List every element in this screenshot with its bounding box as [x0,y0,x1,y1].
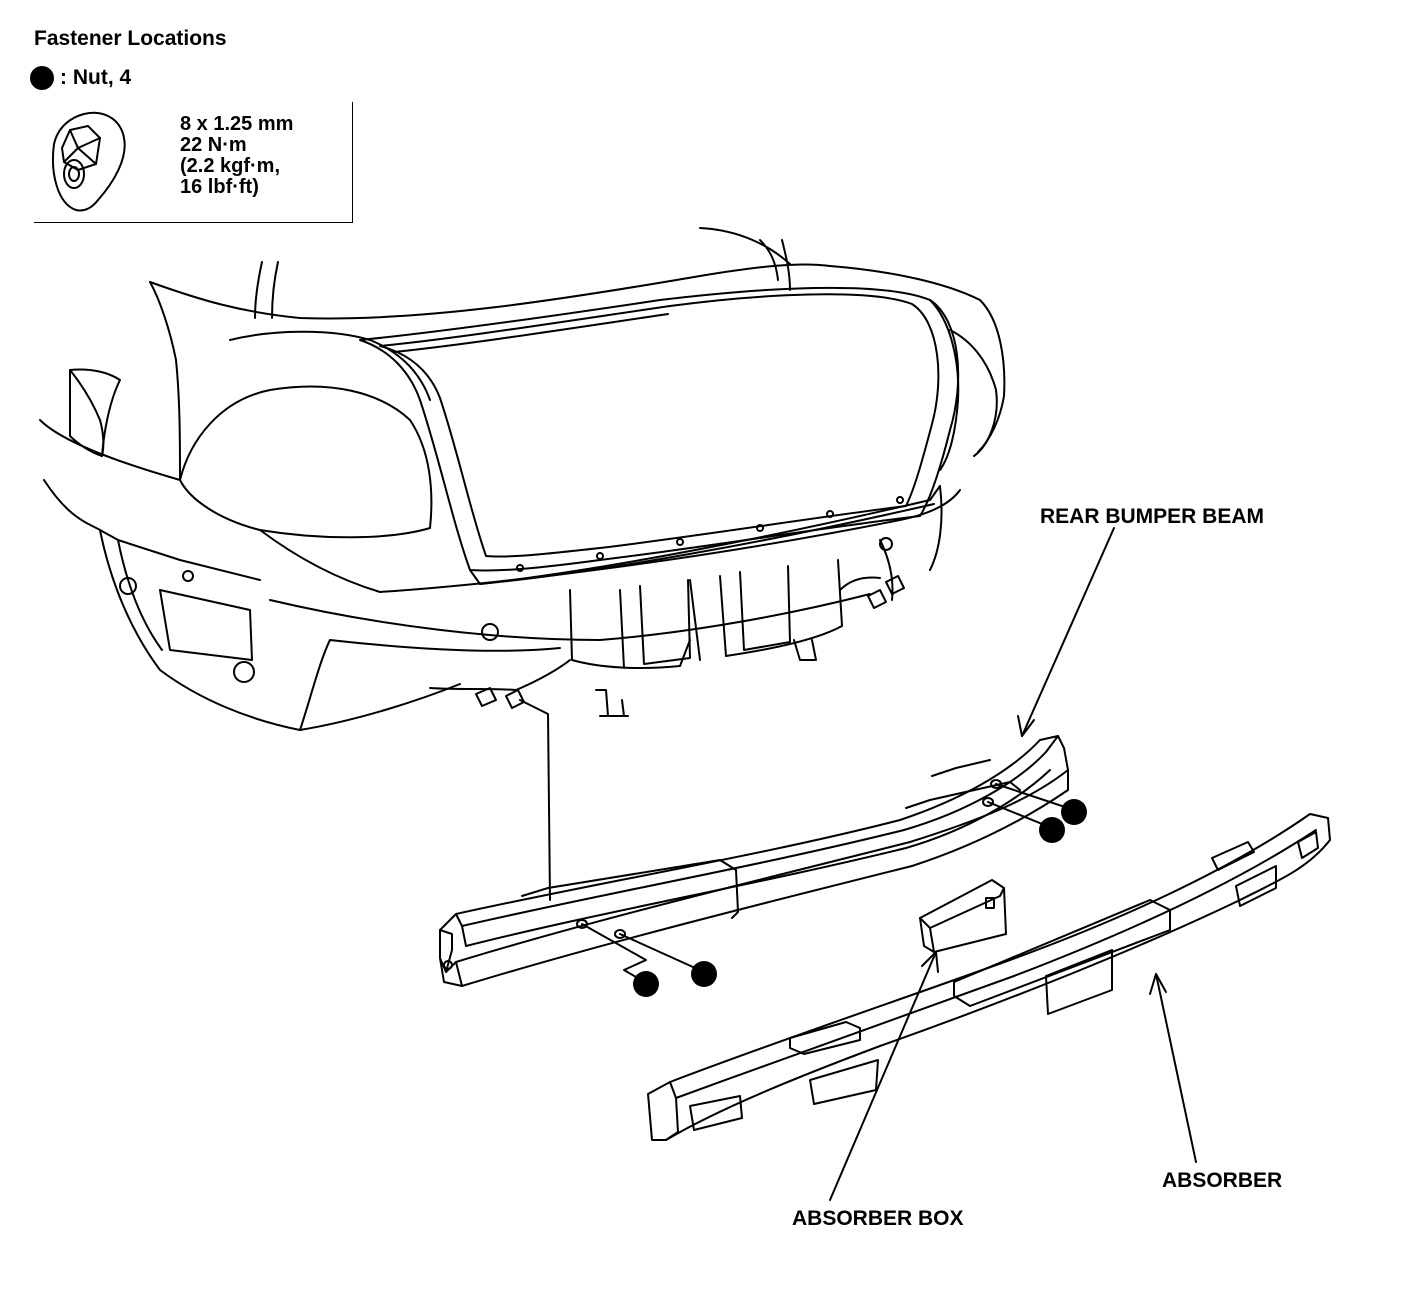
diagram-title: Fastener Locations [34,27,227,50]
filled-circle-icon [30,66,54,90]
legend: : Nut, 4 [30,66,131,90]
label-rear-bumper-beam: REAR BUMPER BEAM [1040,505,1265,528]
absorber [647,813,1331,1141]
car-rear-body [39,227,1006,731]
flange-nut-icon [52,111,126,212]
spec-torque-nm: 22 N·m [180,134,247,156]
label-absorber: ABSORBER [1162,1169,1283,1192]
legend-text: : Nut, 4 [60,66,132,89]
alignment-line [519,699,551,901]
rear-bumper-beam [439,735,1069,987]
fastener-spec: 8 x 1.25 mm 22 N·m (2.2 kgf·m, 16 lbf·ft… [180,114,293,198]
spec-torque-kgfm: (2.2 kgf·m, [180,155,281,177]
spec-size: 8 x 1.25 mm [180,113,294,135]
label-absorber-box: ABSORBER BOX [792,1207,964,1230]
spec-box [34,102,353,223]
nut-markers [633,799,1087,997]
spec-torque-lbfft: 16 lbf·ft) [180,176,259,198]
absorber-box [919,879,1007,953]
